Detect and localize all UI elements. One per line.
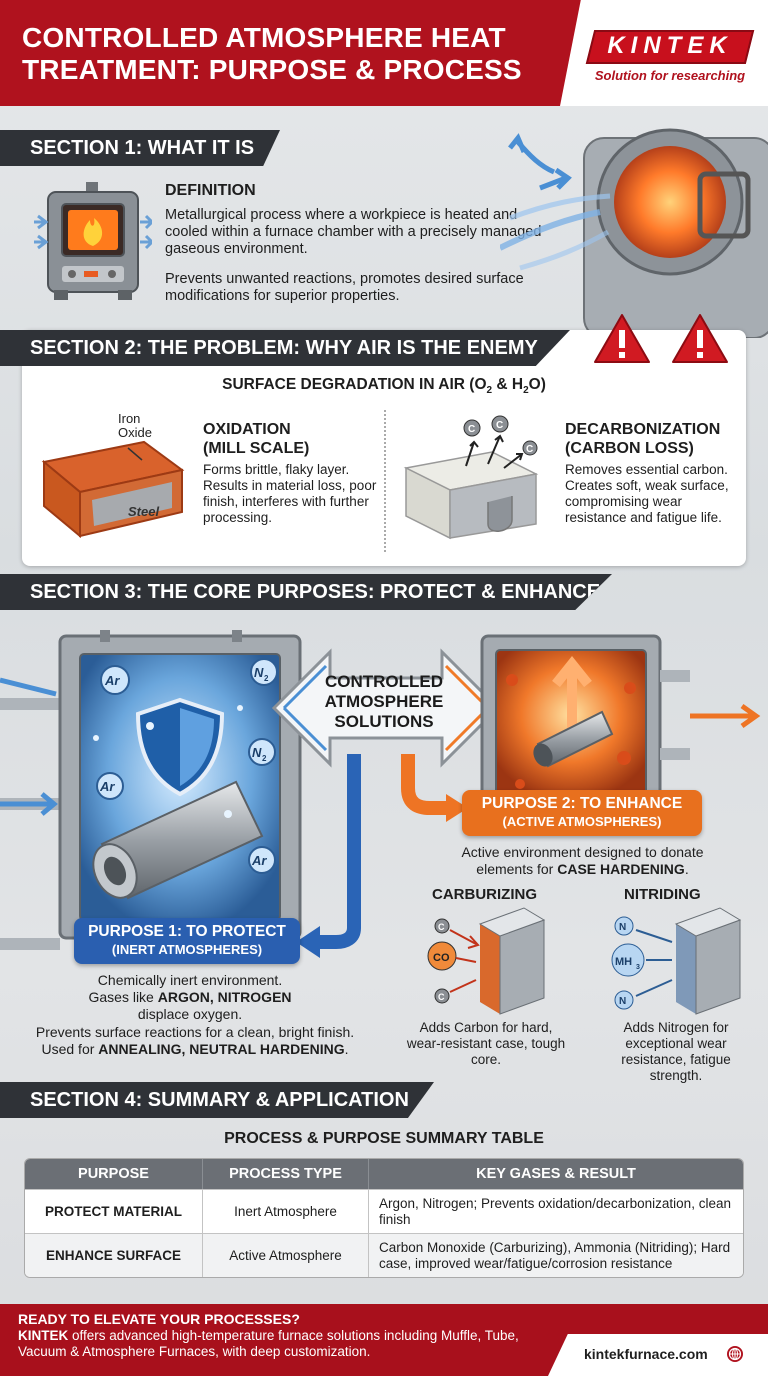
summary-table-title: PROCESS & PURPOSE SUMMARY TABLE (224, 1130, 544, 1147)
warning-icon (594, 314, 650, 363)
decarbonized-block-image: C C C (403, 415, 539, 540)
table-cell: Argon, Nitrogen; Prevents oxidation/deca… (369, 1189, 743, 1233)
steel-label: Steel (128, 504, 159, 519)
carbon-atom: C (438, 992, 445, 1002)
table-header-row: PURPOSE PROCESS TYPE KEY GASES & RESULT (25, 1159, 743, 1189)
section2-divider (384, 410, 386, 552)
furnace-icon (34, 182, 152, 300)
carbon-atom: C (496, 420, 503, 431)
nitrogen-label: N (252, 745, 262, 760)
svg-text:3: 3 (636, 964, 640, 971)
tube-furnace-illustration (500, 128, 768, 338)
definition-title: DEFINITION (165, 182, 256, 199)
argon-label: Ar (99, 779, 115, 794)
purpose-protect-usage-text: Prevents surface reactions for a clean, … (35, 1024, 355, 1057)
page-title: CONTROLLED ATMOSPHERE HEAT TREATMENT: PU… (22, 22, 522, 85)
nitrogen-atom: N (619, 996, 626, 1007)
carburizing-title: CARBURIZING (432, 886, 537, 903)
table-cell: ENHANCE SURFACE (25, 1233, 203, 1277)
nitrogen-atom: N (619, 922, 626, 933)
purposes-illustration: Ar Ar Ar N 2 N 2 (0, 630, 761, 1015)
ammonia-molecule: MH (615, 956, 632, 968)
nitriding-text: Adds Nitrogen for exceptional wear resis… (621, 1020, 731, 1083)
argon-label: Ar (104, 673, 120, 688)
table-cell: Carbon Monoxide (Carburizing), Ammonia (… (369, 1233, 743, 1277)
decarbonization-title: DECARBONIZATION(CARBON LOSS) (565, 421, 721, 457)
column-header: PURPOSE (25, 1159, 203, 1189)
co-molecule: CO (433, 952, 450, 964)
column-header: PROCESS TYPE (203, 1159, 369, 1189)
section4-banner: SECTION 4: SUMMARY & APPLICATION (0, 1082, 434, 1118)
table-row: ENHANCE SURFACE Active Atmosphere Carbon… (25, 1233, 743, 1277)
definition-benefit-text: Prevents unwanted reactions, promotes de… (165, 271, 524, 304)
carbon-atom: C (526, 444, 533, 455)
brand-tagline: Solution for researching (594, 68, 746, 83)
purpose-protect-badge: PURPOSE 1: TO PROTECT (INERT ATMOSPHERES… (74, 918, 300, 964)
argon-label: Ar (251, 853, 267, 868)
oxidation-text: Forms brittle, flaky layer. Results in m… (203, 462, 377, 525)
section2-banner: SECTION 2: THE PROBLEM: WHY AIR IS THE E… (0, 330, 570, 366)
carburizing-text: Adds Carbon for hard, wear-resistant cas… (406, 1020, 566, 1067)
nitriding-title: NITRIDING (624, 886, 701, 903)
warning-icon (672, 314, 728, 363)
globe-icon (727, 1346, 743, 1362)
brand-logo-text: KINTEK (607, 32, 733, 59)
footer-question: READY TO ELEVATE YOUR PROCESSES? (18, 1311, 300, 1327)
purpose-enhance-text: Active environment designed to donate el… (461, 844, 704, 877)
svg-text:2: 2 (264, 674, 269, 683)
oxidation-title: OXIDATION(MILL SCALE) (203, 421, 310, 457)
table-row: PROTECT MATERIAL Inert Atmosphere Argon,… (25, 1189, 743, 1233)
section1-banner: SECTION 1: WHAT IT IS (0, 130, 280, 166)
table-cell: Inert Atmosphere (203, 1189, 369, 1233)
column-header: KEY GASES & RESULT (369, 1159, 743, 1189)
definition-text: Metallurgical process where a workpiece … (165, 207, 542, 257)
nitrogen-label: N (254, 665, 264, 680)
decarbonization-text: Removes essential carbon. Creates soft, … (565, 462, 729, 525)
section3-banner: SECTION 3: THE CORE PURPOSES: PROTECT & … (0, 574, 612, 610)
surface-degradation-heading: SURFACE DEGRADATION IN AIR (O2 & H2O) (222, 376, 546, 397)
rusted-steel-block-image: Steel (41, 440, 185, 539)
table-cell: Active Atmosphere (203, 1233, 369, 1277)
website-link[interactable]: kintekfurnace.com (584, 1346, 708, 1362)
table-cell: PROTECT MATERIAL (25, 1189, 203, 1233)
svg-text:2: 2 (262, 754, 267, 763)
carbon-atom: C (438, 922, 445, 932)
carbon-atom: C (468, 424, 475, 435)
purpose-enhance-badge: PURPOSE 2: TO ENHANCE (ACTIVE ATMOSPHERE… (462, 790, 702, 836)
summary-table: PURPOSE PROCESS TYPE KEY GASES & RESULT … (24, 1158, 744, 1278)
footer-text: KINTEK offers advanced high-temperature … (18, 1328, 519, 1359)
purpose-protect-text: Chemically inert environment. Gases like… (88, 972, 292, 1022)
